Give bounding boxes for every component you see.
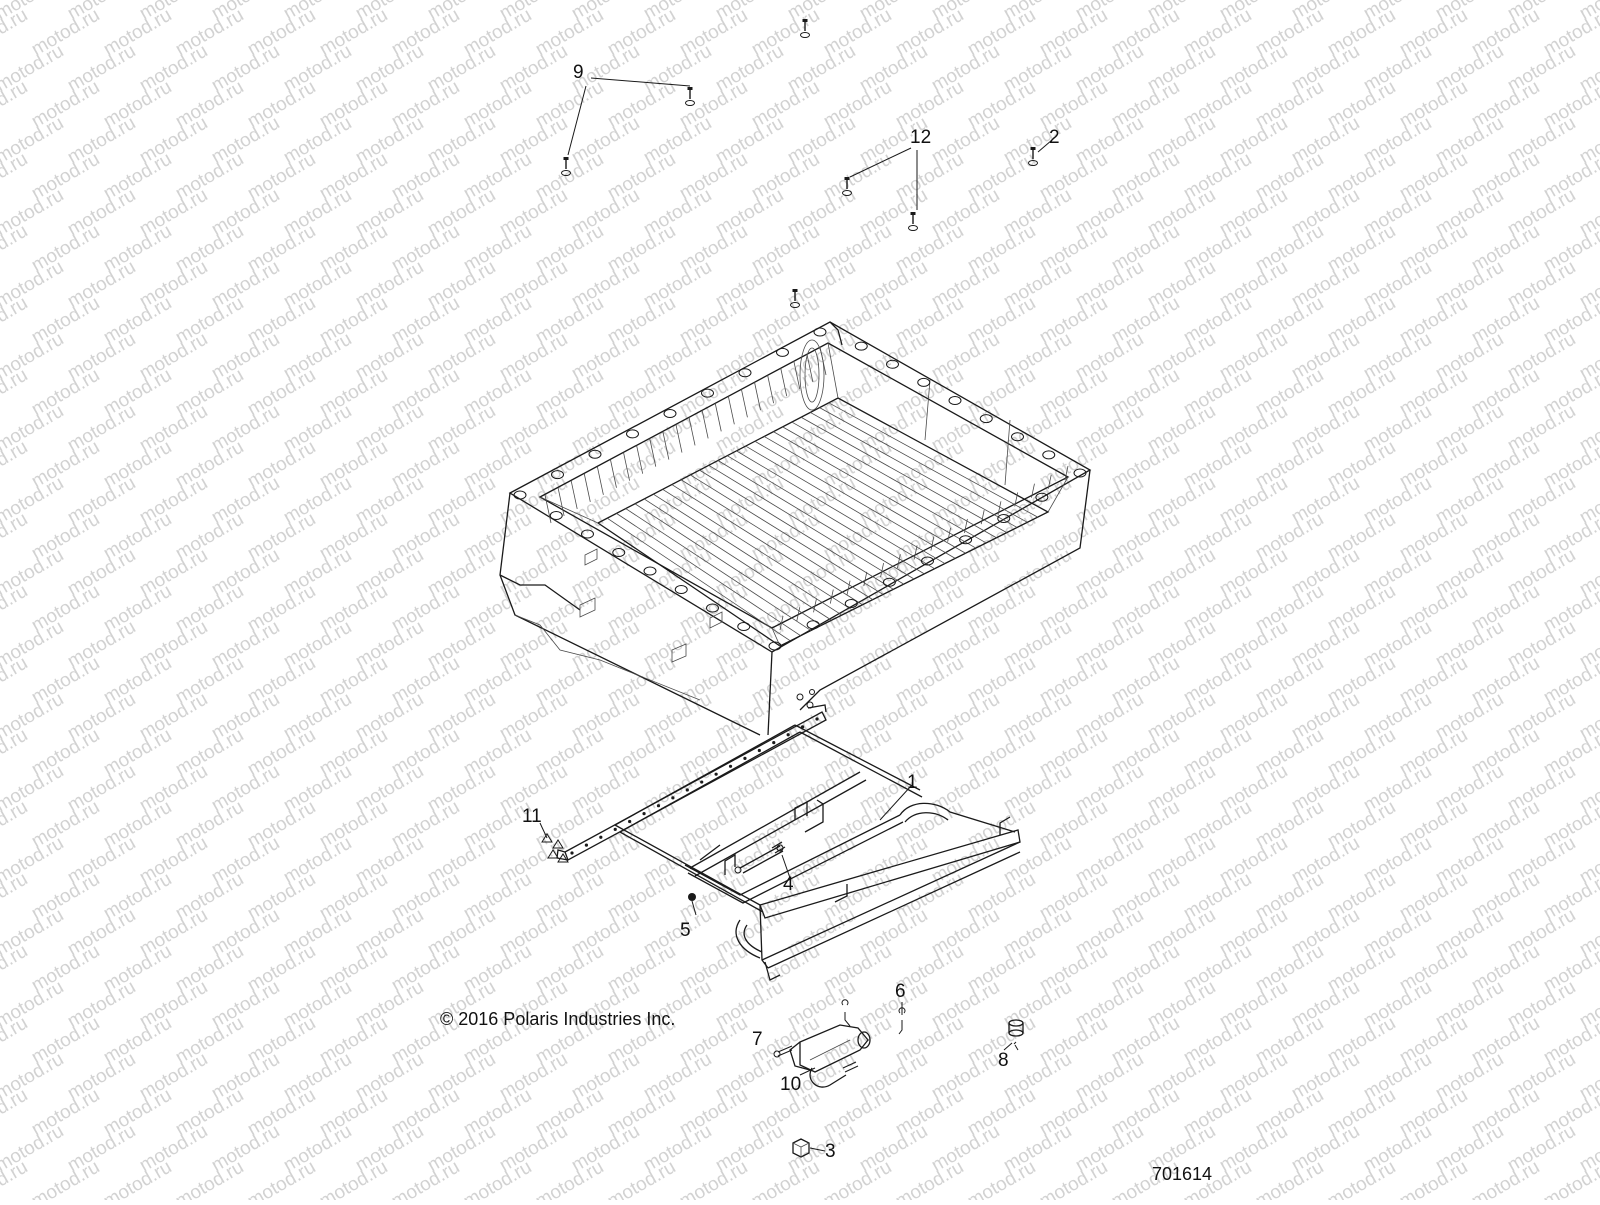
- watermark-text: motod.ru: [820, 1157, 895, 1200]
- callout-1[interactable]: 1: [907, 772, 918, 793]
- watermark-text: motod.ru: [0, 221, 31, 277]
- figure-number: 701614: [1152, 1164, 1212, 1184]
- box-frame: [556, 704, 1021, 981]
- watermark-text: motod.ru: [0, 725, 31, 781]
- copyright-notice: © 2016 Polaris Industries Inc.: [440, 1009, 675, 1029]
- watermark-text: motod.ru: [172, 1157, 247, 1200]
- callout-7[interactable]: 7: [752, 1029, 763, 1050]
- watermark-text: motod.ru: [100, 1157, 175, 1200]
- watermark-text: motod.ru: [0, 941, 31, 997]
- callout-8[interactable]: 8: [998, 1050, 1009, 1071]
- push-pins-11: [541, 833, 569, 863]
- watermark-text: motod.ru: [892, 1157, 967, 1200]
- watermark-text: motod.ru: [1252, 1157, 1327, 1200]
- cargo-box: [499, 321, 1092, 736]
- watermark-text: motod.ru: [0, 509, 31, 565]
- watermark-text: motod.ru: [964, 1157, 1039, 1200]
- callout-6[interactable]: 6: [895, 981, 906, 1002]
- watermark-text: motod.ru: [316, 1157, 391, 1200]
- callout-10[interactable]: 10: [780, 1074, 801, 1095]
- callout-3[interactable]: 3: [825, 1141, 836, 1162]
- callout-12[interactable]: 12: [910, 127, 931, 148]
- watermark-text: motod.ru: [1468, 1157, 1543, 1200]
- watermark-text: motod.ru: [0, 581, 31, 637]
- actuator-10: [789, 1024, 871, 1088]
- callouts: 9 12 2 1 11 4 5 6 7 10 8 3: [522, 62, 1060, 1162]
- watermark-text: motod.ru: [0, 437, 31, 493]
- hardware: [541, 19, 1038, 1158]
- watermark-text: motod.ru: [388, 1157, 463, 1200]
- watermark-text: motod.ru: [1396, 1157, 1471, 1200]
- watermark-text: motod.ru: [0, 149, 31, 205]
- watermark-text: motod.ru: [676, 1157, 751, 1200]
- watermark-text: motod.ru: [28, 1157, 103, 1200]
- watermark-text: motod.ru: [604, 1157, 679, 1200]
- watermark-text: motod.ru: [0, 77, 31, 133]
- callout-5[interactable]: 5: [680, 920, 691, 941]
- watermark-text: motod.ru: [748, 1157, 823, 1200]
- watermark-text: motod.ru: [244, 1157, 319, 1200]
- leader-lines: [539, 77, 1053, 1152]
- callout-9[interactable]: 9: [573, 62, 584, 83]
- callout-4[interactable]: 4: [783, 874, 794, 895]
- watermark-text: motod.ru: [0, 5, 31, 61]
- nut-5: [688, 893, 696, 901]
- watermark-text: motod.ru: [0, 365, 31, 421]
- nut-3: [792, 1138, 810, 1158]
- bushing-8: [1008, 1019, 1024, 1051]
- callout-11[interactable]: 11: [522, 806, 542, 827]
- watermark-text: motod.ru: [1324, 1157, 1399, 1200]
- watermark-text: motod.ru: [0, 653, 31, 709]
- callout-2[interactable]: 2: [1049, 127, 1060, 148]
- watermark-text: motod.ru: [0, 869, 31, 925]
- watermark-text: motod.ru: [532, 1157, 607, 1200]
- watermark-text: motod.ru: [0, 1013, 31, 1069]
- watermark-text: motod.ru: [0, 1085, 31, 1141]
- watermark-text: motod.ru: [1036, 1157, 1111, 1200]
- watermark-text: motod.ru: [0, 797, 31, 853]
- watermark-text: motod.ru: [460, 1157, 535, 1200]
- watermark-text: motod.ru: [0, 293, 31, 349]
